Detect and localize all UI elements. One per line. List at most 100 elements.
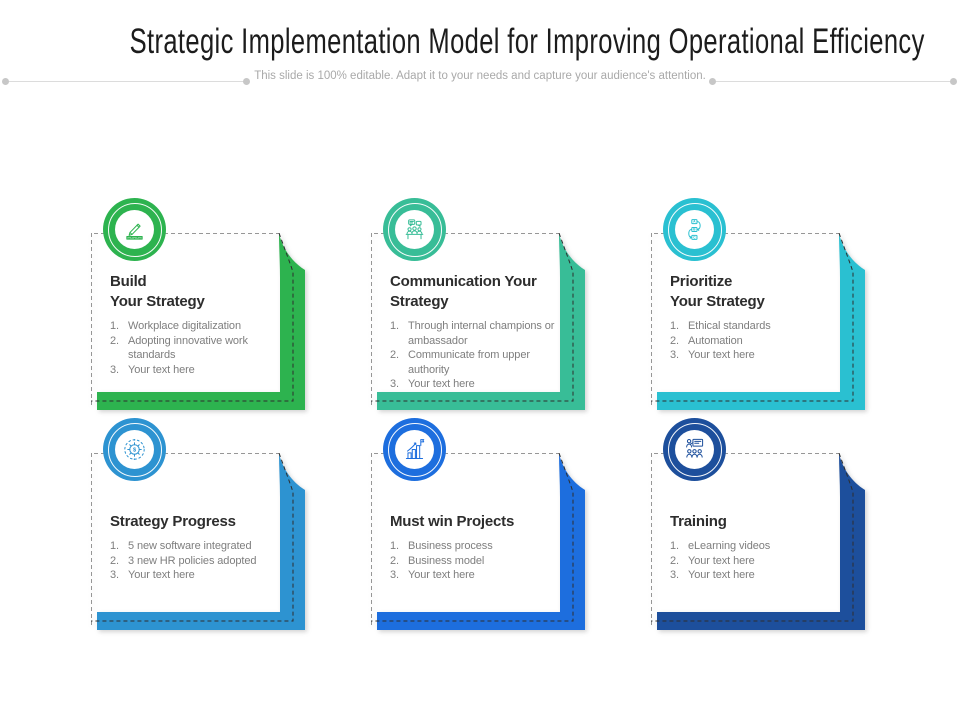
header-rule-left bbox=[2, 78, 250, 85]
corner-ribbon bbox=[371, 453, 585, 630]
rule-dot bbox=[2, 78, 9, 85]
card-strategy-progress: Strategy Progress 1. 5 new software integ… bbox=[91, 418, 305, 631]
header-rule-right bbox=[709, 78, 957, 85]
list-item: 3. Your text here bbox=[670, 568, 850, 583]
card-must-win-projects: Must win Projects 1. Business process 2. Bu… bbox=[371, 418, 585, 631]
list-item: 2. Automation bbox=[670, 334, 850, 349]
item-number: 3. bbox=[670, 349, 679, 361]
rule-dot bbox=[950, 78, 957, 85]
card-title-line: Strategy Progress bbox=[110, 513, 236, 530]
numbered-list: 1. Ethical standards 2. Automation 3. Your te… bbox=[670, 319, 850, 363]
item-number: 1. bbox=[390, 540, 399, 552]
item-text: 3 new HR policies adopted bbox=[128, 554, 257, 567]
rule-dot bbox=[243, 78, 250, 85]
list-item: 1. Business process bbox=[390, 539, 570, 554]
item-text: Your text here bbox=[688, 569, 755, 581]
item-text: Your text here bbox=[688, 349, 755, 361]
numbered-list: 1. 5 new software integrated 2. 3 new HR po… bbox=[110, 539, 290, 583]
item-number: 3. bbox=[390, 569, 399, 581]
item-text: 5 new software integrated bbox=[128, 540, 252, 552]
item-text: Your text here bbox=[408, 569, 475, 581]
corner-ribbon bbox=[91, 453, 305, 630]
list-item: 2. Business model bbox=[390, 554, 570, 569]
item-number: 3. bbox=[110, 569, 119, 581]
item-text: Business model bbox=[408, 554, 485, 567]
list-item: 1. Ethical standards bbox=[670, 319, 850, 334]
item-number: 3. bbox=[110, 363, 119, 376]
item-number: 1. bbox=[110, 320, 119, 332]
item-text: Your text here bbox=[128, 363, 195, 376]
card-title-line: Build bbox=[110, 273, 147, 290]
item-number: 1. bbox=[110, 540, 119, 552]
slide-subtitle: This slide is 100% editable. Adapt it to… bbox=[254, 70, 706, 82]
list-item: 3. Your text here bbox=[390, 377, 570, 392]
item-number: 3. bbox=[390, 378, 399, 390]
list-item: 3. Your text here bbox=[110, 363, 290, 378]
corner-ribbon bbox=[651, 453, 865, 630]
item-number: 2. bbox=[670, 334, 679, 347]
pencil-bricks-icon bbox=[103, 198, 166, 261]
item-number: 2. bbox=[390, 554, 399, 567]
item-text: Your text here bbox=[408, 378, 475, 390]
list-item: 3. Your text here bbox=[390, 568, 570, 583]
card-title-line: Training bbox=[670, 513, 727, 530]
card-title: Strategy Progress bbox=[110, 484, 295, 532]
item-text: Business process bbox=[408, 540, 493, 552]
card-title-line: Your Strategy bbox=[110, 293, 205, 310]
item-text: Your text here bbox=[688, 554, 755, 567]
list-item: 3. Your text here bbox=[110, 568, 290, 583]
item-text: Automation bbox=[688, 334, 743, 347]
item-number: 1. bbox=[390, 320, 399, 332]
corner-ribbon bbox=[651, 233, 865, 410]
item-text: Ethical standards bbox=[688, 320, 771, 332]
item-number: 2. bbox=[110, 334, 119, 347]
card-title: Must win Projects bbox=[390, 484, 575, 532]
item-text: Workplace digitalization bbox=[128, 320, 241, 332]
numbered-list: 1. eLearning videos 2. Your text here 3. Your… bbox=[670, 539, 850, 583]
list-item: 1. eLearning videos bbox=[670, 539, 850, 554]
numbered-list: 1. Business process 2. Business model 3. Your… bbox=[390, 539, 570, 583]
corner-ribbon bbox=[371, 233, 585, 410]
card-title-line: Your Strategy bbox=[670, 293, 765, 310]
team-communication-icon bbox=[383, 198, 446, 261]
card-training: Training 1. eLearning videos 2. Your text h… bbox=[651, 418, 865, 631]
list-item: 2. 3 new HR policies adopted bbox=[110, 554, 290, 569]
item-number: 2. bbox=[110, 554, 119, 567]
training-presentation-icon bbox=[663, 418, 726, 481]
item-number: 1. bbox=[670, 540, 679, 552]
item-number: 2. bbox=[390, 349, 399, 361]
item-text: eLearning videos bbox=[688, 540, 771, 552]
card-title-line: Prioritize bbox=[670, 273, 733, 290]
item-number: 3. bbox=[670, 569, 679, 581]
card-title-line: Communication Your bbox=[390, 273, 537, 290]
growth-flag-icon bbox=[383, 418, 446, 481]
card-title: Training bbox=[670, 484, 855, 532]
item-number: 1. bbox=[670, 320, 679, 332]
abc-priority-icon bbox=[663, 198, 726, 261]
list-item: 2. Your text here bbox=[670, 554, 850, 569]
corner-ribbon bbox=[91, 233, 305, 410]
numbered-list: 1. Workplace digitalization 2. Adopting inn… bbox=[110, 319, 290, 377]
list-item: 3. Your text here bbox=[670, 348, 850, 363]
rule-dot bbox=[709, 78, 716, 85]
list-item: 1. Workplace digitalization bbox=[110, 319, 290, 334]
list-item: 1. 5 new software integrated bbox=[110, 539, 290, 554]
card-title-line: Strategy bbox=[390, 293, 449, 310]
item-number: 2. bbox=[670, 554, 679, 567]
card-title-line: Must win Projects bbox=[390, 513, 515, 530]
item-text: Your text here bbox=[128, 569, 195, 581]
